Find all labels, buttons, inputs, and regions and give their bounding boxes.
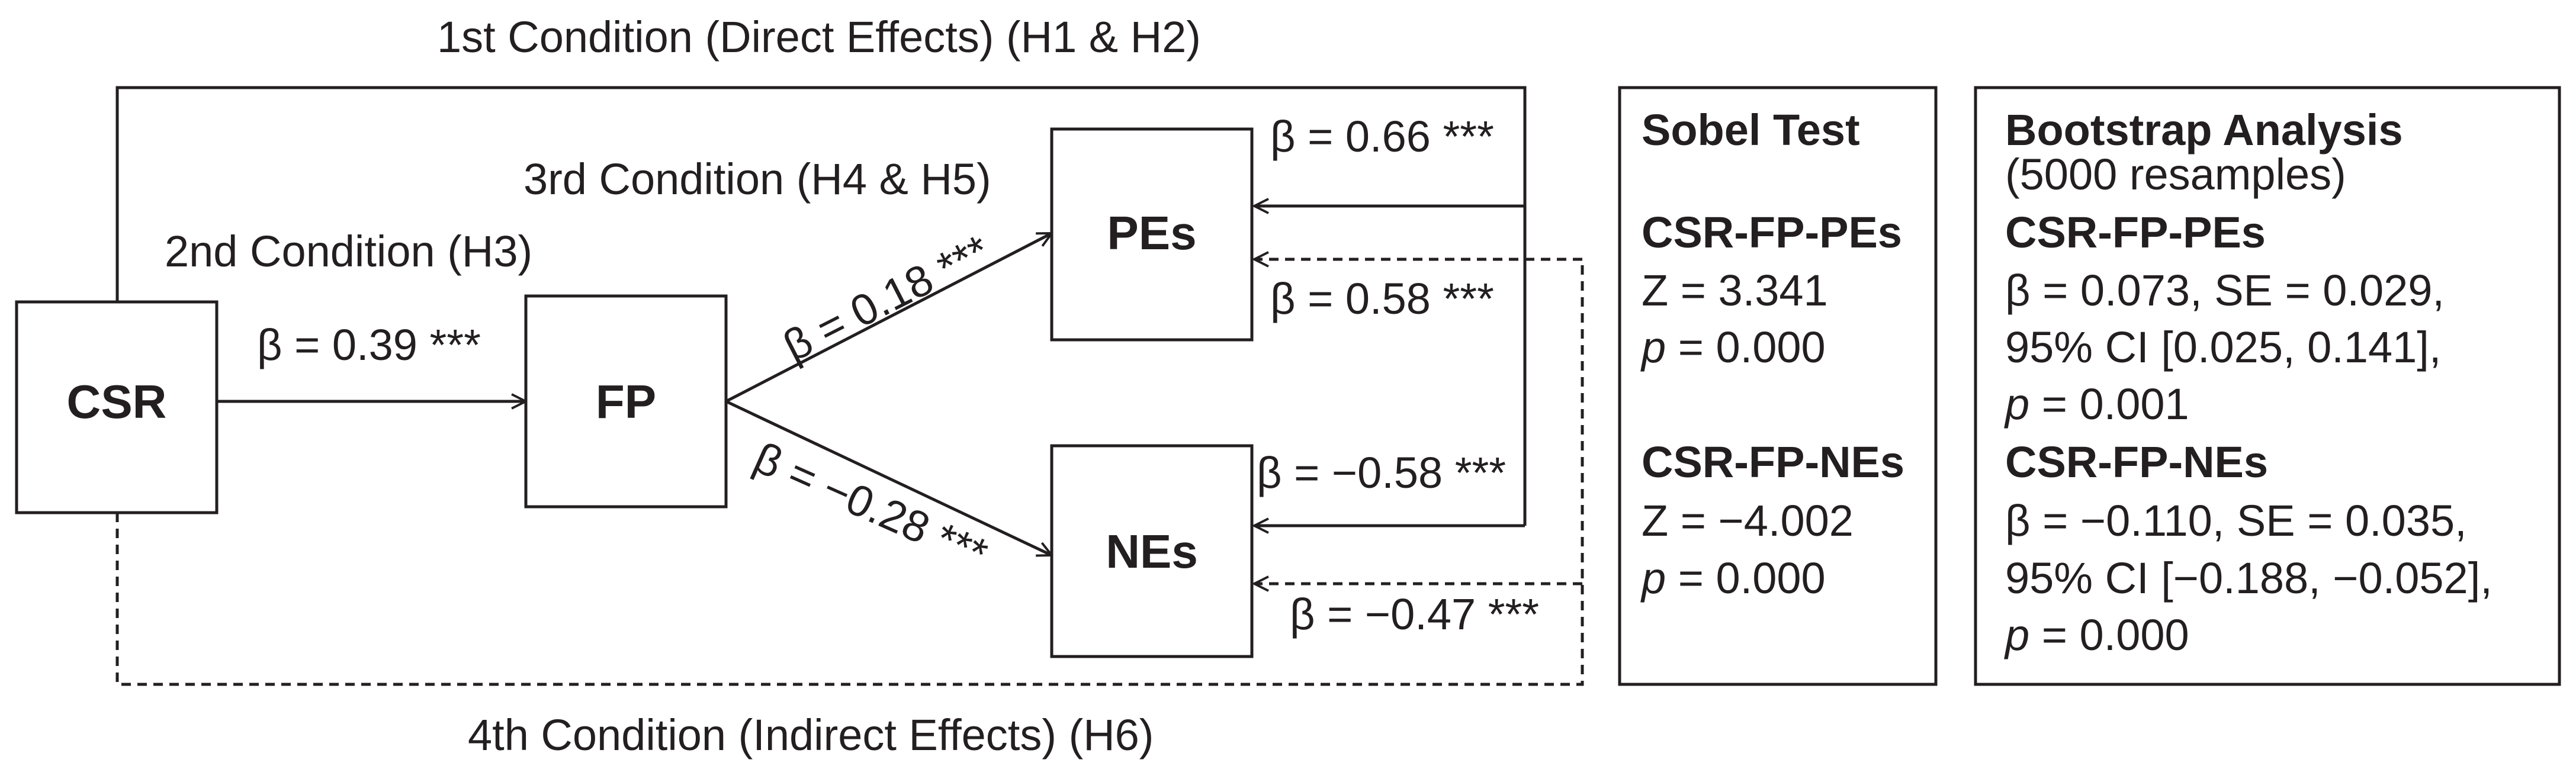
pes-node-label: PEs xyxy=(1107,207,1196,259)
indirect-effect-path xyxy=(115,259,1584,686)
condition-2-label: 2nd Condition (H3) xyxy=(165,227,532,276)
sobel-pes-p-symbol: p xyxy=(1640,323,1666,372)
bootstrap-title: Bootstrap Analysis xyxy=(2005,105,2403,155)
bootstrap-nes-p-symbol: p xyxy=(2004,610,2029,659)
condition-3-label: 3rd Condition (H4 & H5) xyxy=(523,155,991,204)
sobel-nes-p-symbol: p xyxy=(1640,554,1666,603)
bootstrap-nes-heading: CSR-FP-NEs xyxy=(2005,437,2268,487)
csr-node-label: CSR xyxy=(67,375,167,428)
bootstrap-pes-p-symbol: p xyxy=(2004,379,2029,429)
sobel-nes-z: Z = −4.002 xyxy=(1642,496,1854,545)
bootstrap-pes-line2: 95% CI [0.025, 0.141], xyxy=(2005,323,2441,372)
fp-node xyxy=(524,294,728,509)
fp-pes-arrow xyxy=(725,231,1052,403)
sobel-pes-p-value: = 0.000 xyxy=(1666,323,1826,372)
coef-fp-nes: β = −0.28 *** xyxy=(747,433,994,579)
sobel-nes-p: p = 0.000 xyxy=(1640,554,1826,603)
fp-node-label: FP xyxy=(596,375,656,428)
bootstrap-pes-heading: CSR-FP-PEs xyxy=(2005,208,2266,257)
sobel-title: Sobel Test xyxy=(1642,105,1860,155)
sobel-pes-p: p = 0.000 xyxy=(1640,323,1826,372)
bootstrap-nes-line2: 95% CI [−0.188, −0.052], xyxy=(2005,554,2493,603)
sobel-panel xyxy=(1618,86,1938,686)
sobel-nes-heading: CSR-FP-NEs xyxy=(1642,437,1904,487)
bootstrap-pes-p: p = 0.001 xyxy=(2004,379,2189,429)
nes-node-label: NEs xyxy=(1106,525,1198,578)
condition-4-label: 4th Condition (Indirect Effects) (H6) xyxy=(468,710,1154,760)
sobel-nes-p-value: = 0.000 xyxy=(1666,554,1826,603)
coef-csr-nes-direct: β = −0.58 *** xyxy=(1257,448,1506,497)
condition-1-label: 1st Condition (Direct Effects) (H1 & H2) xyxy=(437,12,1201,62)
bootstrap-nes-p: p = 0.000 xyxy=(2004,610,2189,659)
direct-effect-path xyxy=(115,86,1527,526)
nes-node xyxy=(1050,444,1254,658)
coef-fp-pes: β = 0.18 *** xyxy=(776,226,997,371)
bootstrap-panel xyxy=(1974,86,2561,686)
bootstrap-nes-line1: β = −0.110, SE = 0.035, xyxy=(2005,496,2467,545)
coef-csr-pes-indirect: β = 0.58 *** xyxy=(1270,274,1494,323)
sobel-pes-heading: CSR-FP-PEs xyxy=(1642,208,1902,257)
bootstrap-subtitle: (5000 resamples) xyxy=(2005,150,2346,199)
coef-csr-pes-direct: β = 0.66 *** xyxy=(1270,112,1494,161)
bootstrap-pes-line1: β = 0.073, SE = 0.029, xyxy=(2005,266,2445,315)
pes-node xyxy=(1050,127,1254,342)
coef-csr-nes-indirect: β = −0.47 *** xyxy=(1290,590,1539,639)
bootstrap-nes-p-value: = 0.000 xyxy=(2029,610,2189,659)
coef-csr-fp: β = 0.39 *** xyxy=(257,320,481,369)
bootstrap-pes-p-value: = 0.001 xyxy=(2029,379,2189,429)
csr-node xyxy=(15,300,219,514)
fp-nes-arrow xyxy=(725,400,1052,555)
sobel-pes-z: Z = 3.341 xyxy=(1642,266,1828,315)
